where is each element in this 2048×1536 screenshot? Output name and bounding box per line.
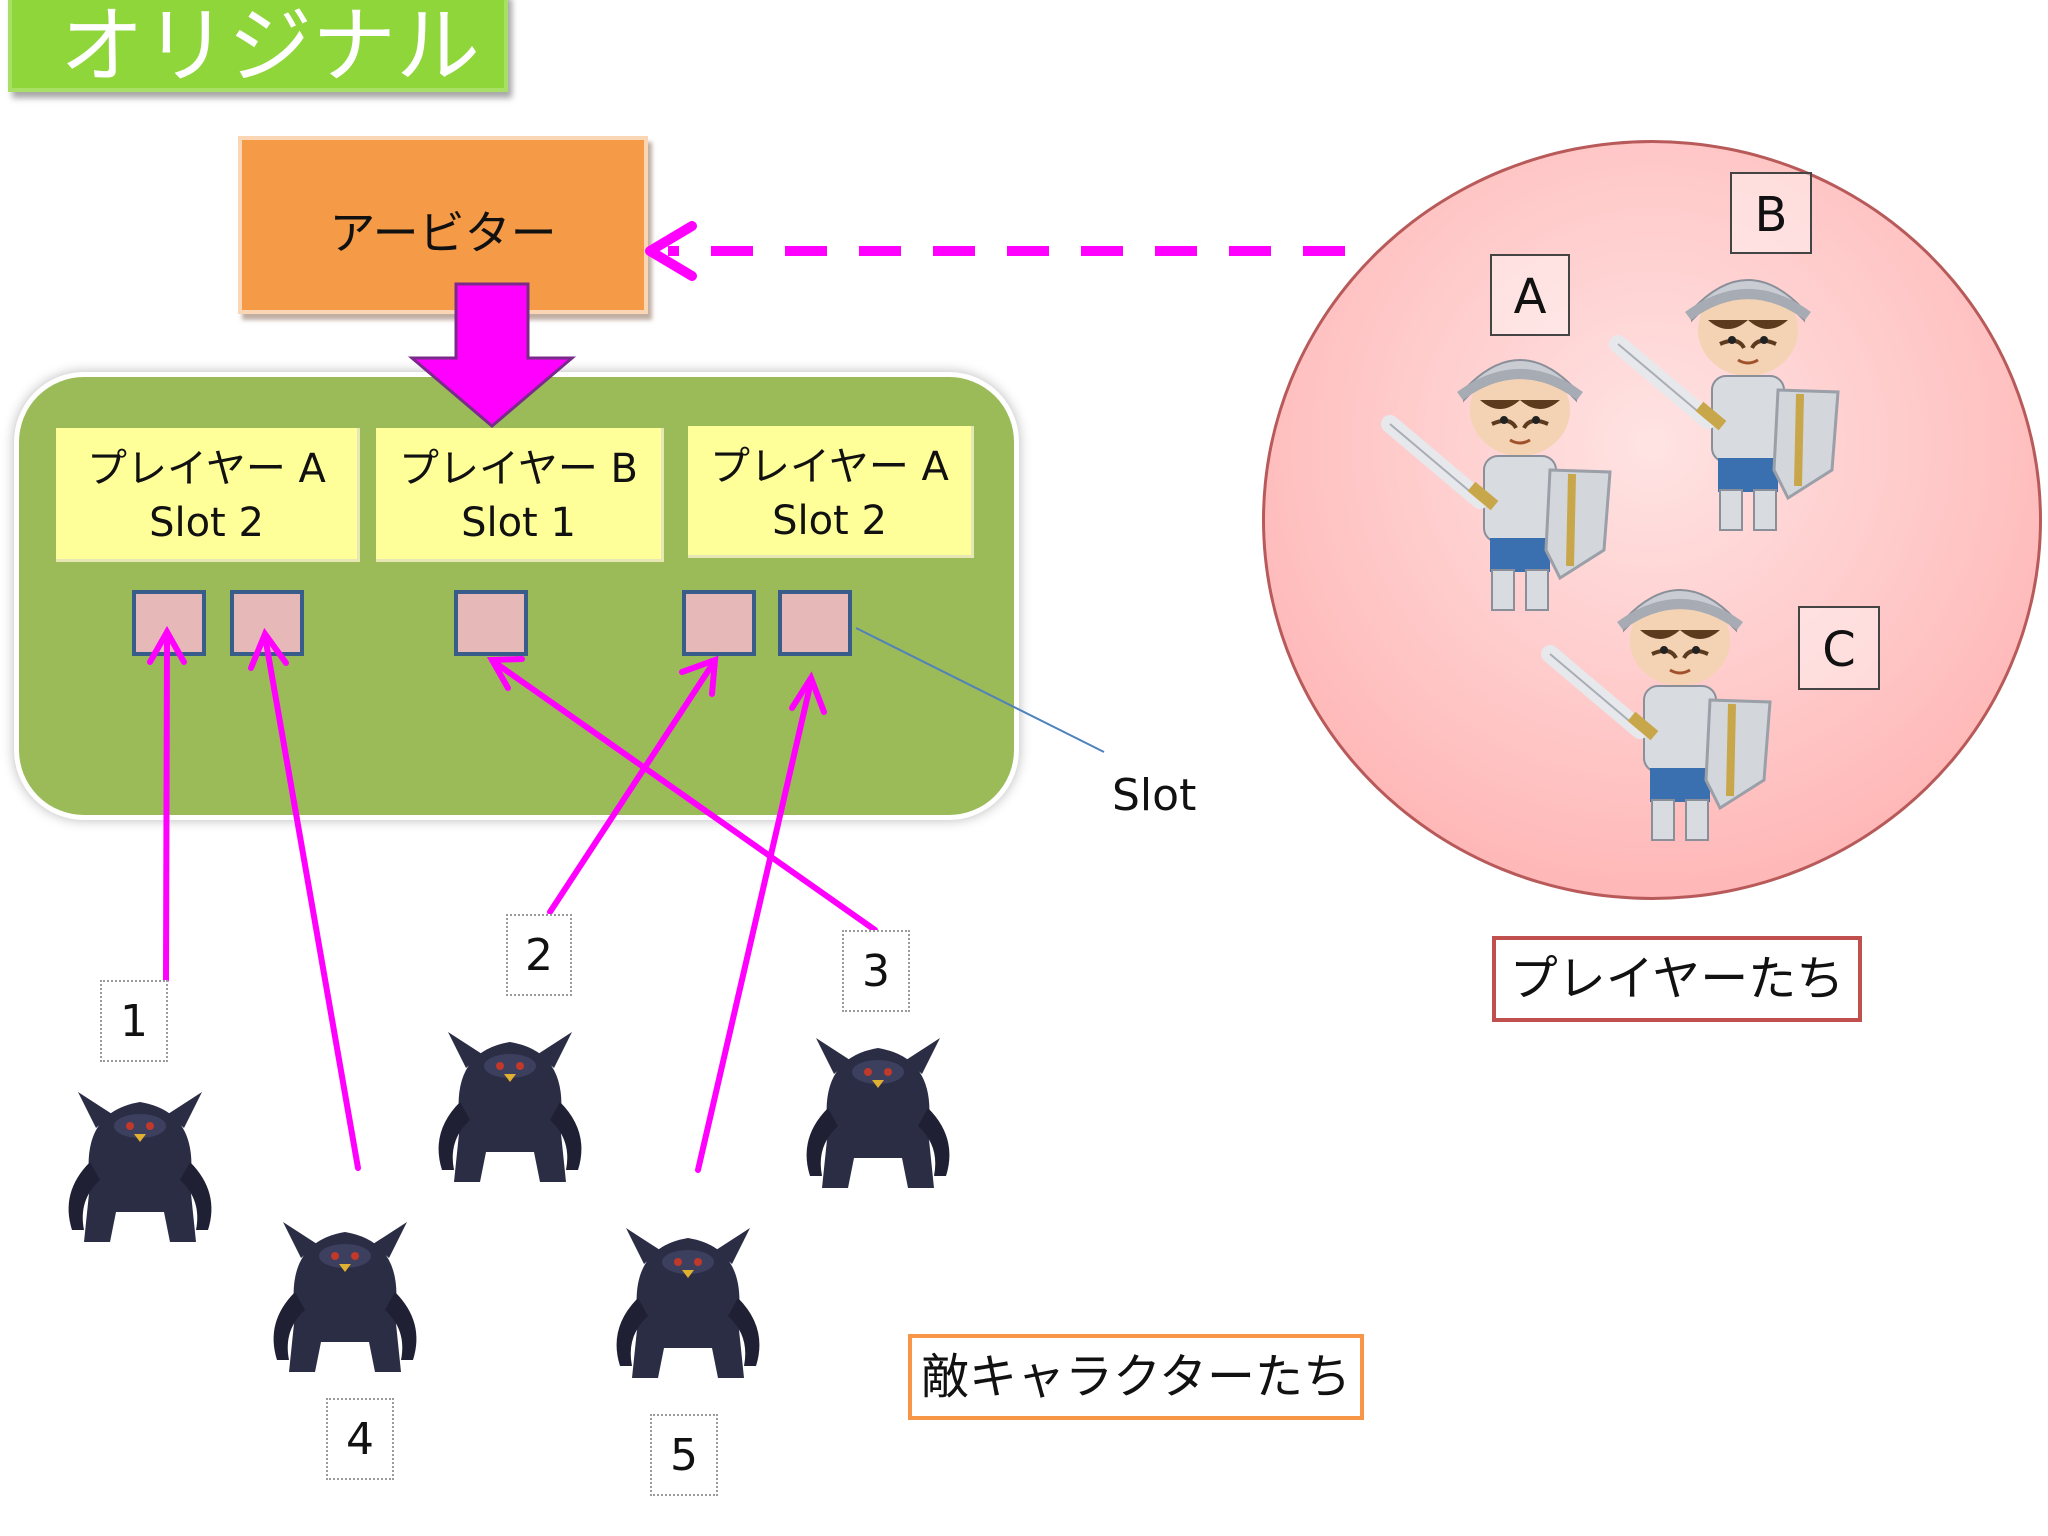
slot-callout-label: Slot [1112,770,1197,821]
arbiter-down-arrow [407,282,577,428]
enemy-2 [438,1032,582,1182]
player-slot-label-2: プレイヤー B Slot 1 [376,428,664,562]
slot-3 [454,590,528,656]
arrowhead-enemy-4 [248,627,289,671]
slot-callout-line [855,627,1105,753]
slot-name: Slot 1 [461,500,576,546]
enemy-label-4: 4 [326,1398,394,1480]
enemy-4 [273,1222,417,1372]
enemy-label-5: 5 [650,1414,718,1496]
player-name: プレイヤー B [399,446,638,492]
arrow-enemy-5 [695,683,813,1173]
slot-4 [682,590,756,656]
player-name: プレイヤー A [87,446,326,492]
player-name: プレイヤー A [710,444,949,490]
arrow-enemy-4 [263,639,361,1171]
enemy-5 [616,1228,760,1378]
arrowhead-enemy-3 [486,656,525,691]
slot-name: Slot 2 [772,498,887,544]
arrowhead-enemy-2 [679,655,719,697]
arrow-enemy-2 [547,662,715,915]
arrowhead-enemy-5 [789,671,827,715]
player-a-knight [1390,360,1610,610]
enemy-label-3: 3 [842,930,910,1012]
player-letter-a: A [1490,254,1570,336]
arrow-enemy-1 [163,637,170,983]
player-letter-c: C [1798,606,1880,690]
player-slot-label-3: プレイヤー A Slot 2 [688,426,974,558]
slot-name: Slot 2 [149,500,264,546]
enemy-label-2: 2 [506,914,572,996]
enemy-label-1: 1 [100,980,168,1062]
players-to-arbiter-arrowhead [645,221,697,281]
arrow-enemy-3 [494,661,878,933]
enemies-caption: 敵キャラクターたち [908,1334,1364,1420]
arbiter-box: アービター [238,136,648,314]
enemy-1 [68,1092,212,1242]
player-c-knight [1550,590,1770,840]
player-letter-b: B [1730,172,1812,254]
arrowhead-enemy-1 [147,625,187,665]
players-caption: プレイヤーたち [1492,936,1862,1022]
player-b-knight [1618,280,1838,530]
slot-5 [778,590,852,656]
page-title: オリジナル [8,0,508,95]
player-slot-label-1: プレイヤー A Slot 2 [56,428,360,562]
enemy-3 [806,1038,950,1188]
